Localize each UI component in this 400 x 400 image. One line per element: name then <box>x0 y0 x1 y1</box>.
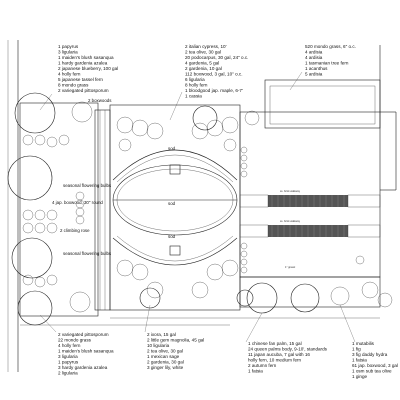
legend-item: 2 variegated pittosporum <box>58 332 109 337</box>
legend-item: 1 mexican sage <box>147 354 180 359</box>
legend-item: 2 tea olive, 30 gal <box>147 349 183 354</box>
legend-item: 3 ligularia <box>58 354 78 359</box>
legend-item: 112 boxwood, 3 gal, 10" o.c. <box>185 72 242 77</box>
legend-item: 6 ligularia <box>185 77 205 82</box>
legend-item: 2 ligularia <box>58 371 78 376</box>
legend-item: 2 gardenia, 10 gal <box>185 66 222 71</box>
legend-item: 1 bloodgood jap. maple, 6-7' <box>185 88 243 93</box>
legend-item: 4 ardisia <box>305 50 323 55</box>
legend-top-center: 2 italian cypress, 10' 2 tea olive, 30 g… <box>185 44 248 99</box>
legend-top-right: 520 mondo grass, 6" o.c. 4 ardisia 4 ard… <box>305 44 356 77</box>
legend-item: 10 ligularia <box>147 343 170 348</box>
legend-item: 2 italian cypress, 10' <box>185 44 227 49</box>
label-sod: sod <box>168 146 176 151</box>
legend-item: 1 hardy gardenia azalea <box>58 61 108 66</box>
legend-item: 2 japanese blueberry, 100 gal <box>58 66 118 71</box>
legend-item: 3 ginger lily, white <box>147 365 184 370</box>
label-sod: sod <box>168 234 176 239</box>
plan-labels: 2 boxwoods sod sod sod seasonal flowerin… <box>52 98 301 269</box>
legend-item: 4 gardenia, 5 gal <box>185 61 219 66</box>
legend-item: 8 holly fern <box>185 83 208 88</box>
legend-item: 2 ixora, 15 gal <box>147 332 176 337</box>
legend-item: 1 chinese fan palm, 15 gal <box>248 341 302 346</box>
legend-top-left: 1 papyrus 3 ligularia 1 maiden's blush s… <box>58 44 118 93</box>
legend-item: 2 autumn fern <box>248 363 277 368</box>
legend-item: 1 fig <box>352 347 361 352</box>
legend-item: 61 jap. boxwood, 3 gal <box>352 363 398 368</box>
legend-item: 1 mutabilis <box>352 341 375 346</box>
legend-item: 1 fatsia <box>248 369 263 374</box>
label-seasonal-bulbs: seasonal flowering bulbs <box>63 183 112 188</box>
legend-bottom-left: 2 variegated pittosporum 22 mondo grass … <box>58 332 114 376</box>
legend-item: 3 ligularia <box>58 50 78 55</box>
leader-lines <box>39 71 356 343</box>
legend-item: 11 japan aucuba, 7 gal with 16 <box>248 352 310 357</box>
legend-item: 5 japanese tassel fern <box>58 77 103 82</box>
legend-item: 2 variegated pittosporum <box>58 88 109 93</box>
legend-bottom-center: 2 ixora, 15 gal 2 little gem magnolia, 4… <box>147 332 204 370</box>
legend-item: holly fern, 10 medium fern <box>248 358 302 363</box>
legend-item: 4 holly fern <box>58 72 81 77</box>
legend-item: 1 maiden's blush sasanqua <box>58 349 114 354</box>
legend-item: 1 tasmanian tree fern <box>305 61 349 66</box>
legend-item: 8 mondo grass <box>58 83 89 88</box>
legend-item: 4 holly fern <box>58 343 81 348</box>
label-boxwood-round: 4 jap. boxwood, 30" round <box>52 200 103 205</box>
legend-item: 1 maiden's blush sasanqua <box>58 55 114 60</box>
legend-item: 2 little gem magnolia, 45 gal <box>147 338 204 343</box>
legend-item: 2 gardenia, 30 gal <box>147 360 184 365</box>
label-climbing-rose: 2 climbing rose <box>60 228 90 233</box>
site-linework <box>7 40 397 372</box>
legend-item: 1 ginge <box>352 374 368 379</box>
legend-item: 1 papyrus <box>58 360 79 365</box>
legend-item: 22 mondo grass <box>58 338 92 343</box>
legend-item: 3 fig daddy hydra <box>352 352 388 357</box>
label-boxwoods: 2 boxwoods <box>88 98 112 103</box>
legend-item: 5 ardisia <box>305 72 323 77</box>
plant-symbols <box>7 92 393 326</box>
label-walkway: ss. brick walkway <box>280 189 301 193</box>
legend-item: 1 papyrus <box>58 44 79 49</box>
legend-item: 2 tea olive, 30 gal <box>185 50 221 55</box>
legend-item: 4 ardisia <box>305 55 323 60</box>
legend-item: 1 osm sub tea olive <box>352 369 392 374</box>
label-seasonal-bulbs: seasonal flowering bulbs <box>63 251 112 256</box>
label-sod: sod <box>168 201 176 206</box>
legend-item: 1 acanthus <box>305 66 328 71</box>
legend-item: 1 fatsia <box>352 358 367 363</box>
legend-item: 520 mondo grass, 6" o.c. <box>305 44 356 49</box>
label-walkway: ss. brick walkway <box>280 219 301 223</box>
legend-far-right: 1 mutabilis 1 fig 3 fig daddy hydra 1 fa… <box>352 341 398 379</box>
legend-item: 20 podocarpus, 30 gal, 24" o.c. <box>185 55 248 60</box>
legend-item: 3 hardy gardenia azalea <box>58 365 108 370</box>
legend-bottom-right: 1 chinese fan palm, 15 gal 24 queen palm… <box>248 341 328 374</box>
legend-item: 24 queen palms body, 9-10', standards <box>248 347 328 352</box>
legend-item: 1 cassia <box>185 94 202 99</box>
label-gravel: 1" gravel <box>285 265 296 269</box>
